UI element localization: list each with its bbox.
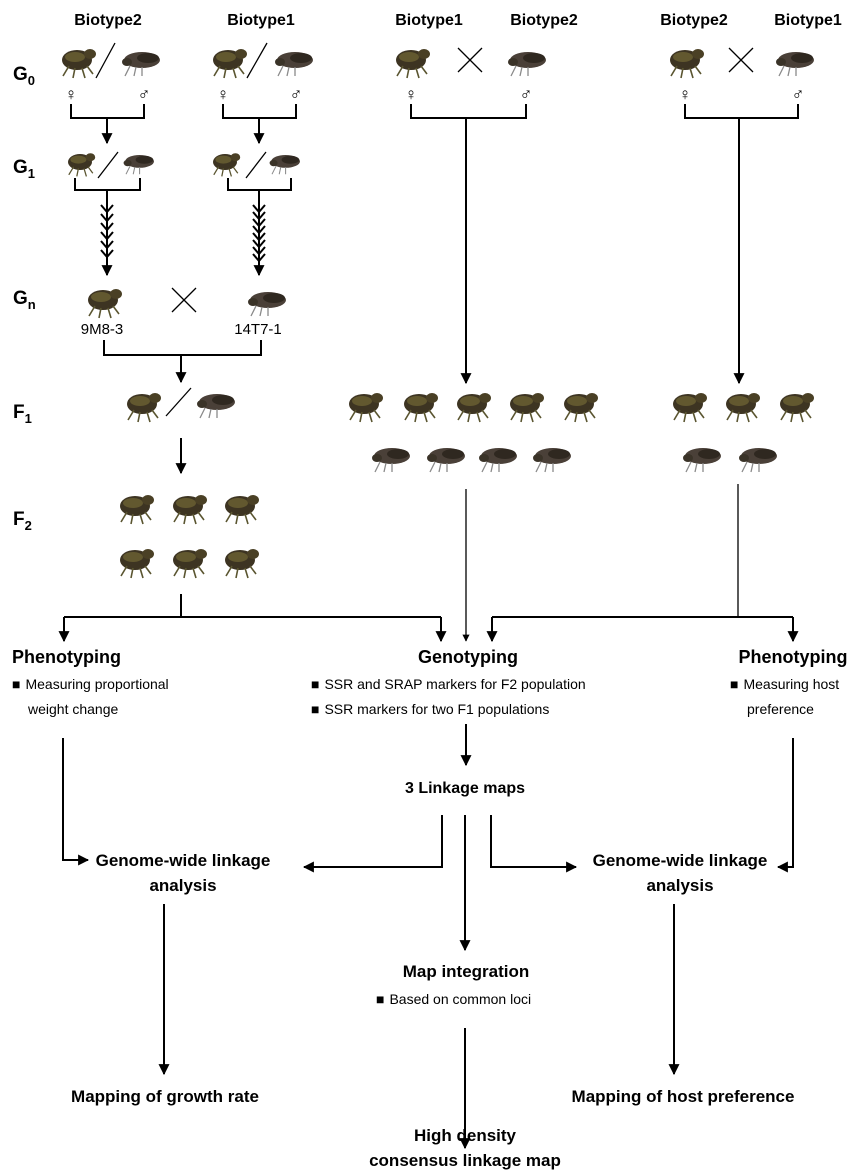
f2-insects: [119, 494, 260, 579]
phenotyping-left-title: Phenotyping: [12, 647, 121, 667]
male-symbol: ♂: [520, 85, 533, 104]
gwla-right-line1: Genome-wide linkage: [593, 851, 768, 870]
cross-symbols: [171, 47, 754, 313]
gwla-left-line1: Genome-wide linkage: [96, 851, 271, 870]
f1-insects-middle: [348, 392, 599, 473]
g1-insects: [67, 151, 301, 179]
generation-label-gn: Gn: [13, 288, 36, 312]
generation-label-f1: F1: [13, 402, 32, 426]
gwla-right-line2: analysis: [646, 876, 713, 895]
biotype-label-cross1-right: Biotype2: [510, 12, 578, 29]
male-symbol: ♂: [138, 85, 151, 104]
g1-connectors: [74, 178, 292, 191]
phenotyping-right-title: Phenotyping: [739, 647, 848, 667]
f1-insects-left: [126, 387, 236, 423]
phenotyping-left-item-cont: weight change: [27, 701, 119, 717]
male-symbol: ♂: [290, 85, 303, 104]
output-consensus-line2: consensus linkage map: [369, 1151, 561, 1170]
phenotyping-right-item: ■Measuring host: [730, 676, 839, 692]
output-consensus-line1: High density: [414, 1126, 517, 1145]
analysis-connectors: [62, 738, 794, 1150]
map-integration-item: ■Based on common loci: [376, 991, 531, 1007]
female-symbol: ♀: [405, 85, 418, 104]
genotyping-title: Genotyping: [418, 647, 518, 667]
g0-insects: [61, 42, 815, 79]
genotyping-item-2: ■SSR markers for two F1 populations: [311, 701, 549, 717]
genotyping-item-1: ■SSR and SRAP markers for F2 population: [311, 676, 586, 692]
generation-label-g1: G1: [13, 157, 35, 181]
generation-label-f2: F2: [13, 509, 32, 533]
output-growth-rate: Mapping of growth rate: [71, 1087, 259, 1106]
gwla-left-line2: analysis: [149, 876, 216, 895]
population-split-connectors: [58, 484, 799, 643]
phenotyping-right-item-cont: preference: [747, 701, 814, 717]
female-symbol: ♀: [65, 85, 78, 104]
phenotyping-left-item: ■Measuring proportional: [12, 676, 169, 692]
output-host-preference: Mapping of host preference: [572, 1087, 795, 1106]
linkage-maps-label: 3 Linkage maps: [405, 780, 525, 797]
generation-label-g0: G0: [13, 64, 35, 88]
biotype-label-cross2-left: Biotype2: [660, 12, 728, 29]
multigeneration-arrows: [100, 190, 266, 277]
biotype-label-cross1-left: Biotype1: [395, 12, 463, 29]
female-symbol: ♀: [679, 85, 692, 104]
biotype-label-col2: Biotype1: [227, 12, 295, 29]
biotype-label-cross2-right: Biotype1: [774, 12, 842, 29]
gn-connectors: [103, 340, 262, 384]
f1-insects-right: [672, 392, 815, 473]
g0-connectors: [70, 104, 799, 385]
map-integration-title: Map integration: [403, 962, 530, 981]
line-label-left: 9M8-3: [81, 321, 124, 338]
female-symbol: ♀: [217, 85, 230, 104]
line-label-right: 14T7-1: [234, 321, 282, 338]
biotype-label-col1: Biotype2: [74, 12, 142, 29]
male-symbol: ♂: [792, 85, 805, 104]
